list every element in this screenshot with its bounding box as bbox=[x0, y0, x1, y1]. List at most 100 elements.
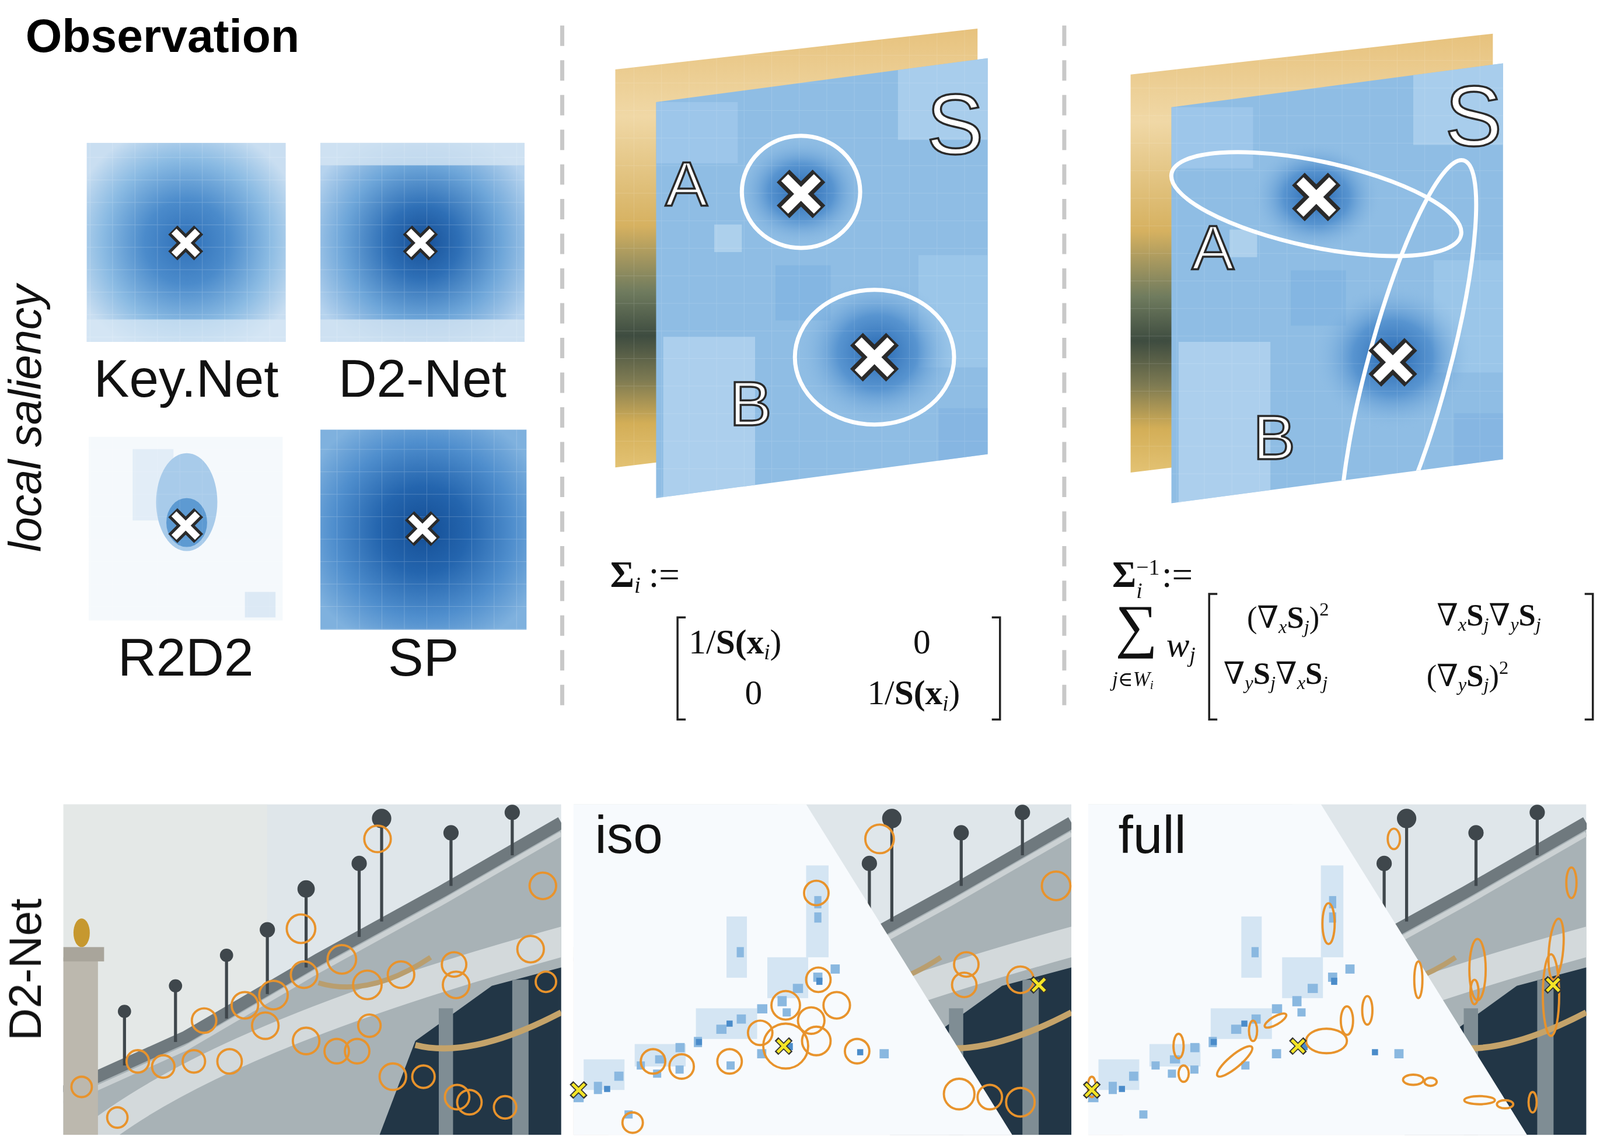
image-panel: full bbox=[1087, 804, 1587, 1135]
figure-title: Observation bbox=[25, 9, 300, 63]
keypoint-circles bbox=[517, 935, 544, 963]
photo-panels bbox=[63, 804, 1586, 1135]
keypoint-circles bbox=[944, 1078, 975, 1110]
saliency-patch: SP bbox=[320, 429, 527, 687]
row-label: local saliency bbox=[0, 284, 51, 553]
saliency-map-full bbox=[1374, 344, 1411, 381]
math-symbol: i bbox=[942, 690, 949, 716]
saliency-map: ABS bbox=[612, 25, 1001, 506]
keypoint-circles bbox=[442, 971, 470, 998]
math-symbol: ∇ bbox=[1488, 598, 1511, 632]
keypoint-circles bbox=[1262, 1011, 1288, 1031]
saliency-map-iso bbox=[612, 20, 1020, 531]
text-slot: iso bbox=[594, 808, 663, 862]
superscript: −1 bbox=[1136, 556, 1160, 581]
math-symbol: S bbox=[1518, 598, 1536, 632]
keypoint-circles bbox=[805, 967, 831, 992]
keypoint-circles bbox=[290, 961, 317, 988]
matrix-brackets bbox=[1209, 594, 1218, 720]
photo-panels bbox=[1088, 804, 1586, 1135]
panel-label: full bbox=[1118, 805, 1187, 865]
map-letter: B bbox=[729, 368, 772, 439]
keypoint-circles bbox=[444, 1085, 470, 1110]
divider-lines bbox=[560, 25, 565, 715]
math-symbol: ∇ bbox=[1223, 656, 1246, 691]
matrix-brackets bbox=[677, 617, 686, 720]
keypoint-circles bbox=[622, 1112, 644, 1134]
keypoint-circles bbox=[1470, 979, 1479, 1005]
saliency-map-iso bbox=[794, 290, 955, 425]
keypoint-circles bbox=[1005, 1088, 1035, 1117]
keypoint-circles bbox=[1542, 954, 1560, 1037]
math-symbol: (∇ bbox=[1246, 599, 1279, 634]
math-symbol: ) bbox=[948, 673, 960, 712]
keypoint-circles bbox=[152, 1055, 175, 1078]
math-symbol: ) bbox=[1488, 657, 1499, 692]
highlight-marks bbox=[1084, 1083, 1099, 1098]
math-symbol: j bbox=[1535, 613, 1542, 636]
math-symbol: x bbox=[1458, 613, 1467, 636]
math-symbol: j bbox=[1304, 615, 1310, 637]
math-symbol: j bbox=[1322, 671, 1328, 694]
text-slot: R2D2 bbox=[47, 630, 324, 684]
saliency-patches bbox=[320, 142, 525, 342]
title-box: Observation bbox=[25, 12, 300, 59]
highlight-marks bbox=[571, 977, 1560, 1098]
saliency-patches bbox=[88, 437, 283, 621]
math-symbol: Σ bbox=[1112, 554, 1137, 596]
keypoint-circles bbox=[493, 1096, 516, 1119]
highlight-marks bbox=[1545, 977, 1560, 992]
saliency-patches bbox=[172, 512, 199, 539]
saliency-patch: D2-Net bbox=[320, 142, 525, 414]
math-symbol: x bbox=[1278, 615, 1287, 637]
method-name: R2D2 bbox=[117, 627, 254, 687]
method-name: Key.Net bbox=[93, 348, 279, 408]
matrix-brackets bbox=[991, 617, 1001, 720]
photo-panels bbox=[573, 804, 1072, 1135]
formula: Σi:= bbox=[610, 556, 680, 598]
saliency-map-iso bbox=[741, 135, 861, 248]
keypoint-circles bbox=[126, 1050, 149, 1073]
math-symbol: ) bbox=[1309, 599, 1320, 634]
keypoint-circles bbox=[1546, 918, 1567, 981]
keypoint-circles bbox=[1414, 961, 1423, 999]
keypoint-circles bbox=[1007, 966, 1034, 994]
keypoint-circles bbox=[344, 1039, 370, 1064]
saliency-map-iso bbox=[612, 20, 1020, 531]
keypoint-circles bbox=[364, 825, 391, 852]
saliency-map: ABS bbox=[1127, 25, 1516, 506]
math-symbol: S bbox=[1253, 656, 1271, 691]
keypoint-circles bbox=[1248, 1020, 1257, 1041]
keypoint-circles bbox=[1178, 1065, 1189, 1082]
keypoint-circles bbox=[1173, 1033, 1184, 1059]
keypoint-circles bbox=[71, 824, 1577, 1133]
math-symbol: 0 bbox=[913, 622, 931, 661]
saliency-patches bbox=[320, 142, 525, 342]
keypoint-circles bbox=[1213, 1042, 1256, 1081]
photo-panels bbox=[1088, 804, 1586, 1135]
formula: 0 bbox=[913, 624, 931, 660]
saliency-patch: R2D2 bbox=[88, 437, 283, 688]
saliency-patches bbox=[86, 142, 527, 630]
photo-panels bbox=[63, 804, 561, 1135]
math-symbol: S bbox=[1305, 656, 1323, 691]
text-slot: S bbox=[1444, 73, 1502, 160]
keypoint-circles bbox=[1566, 867, 1577, 899]
text-slot: S bbox=[926, 81, 984, 168]
math-symbol: W bbox=[1133, 667, 1151, 690]
keypoint-circles bbox=[535, 971, 557, 992]
image-panel: iso bbox=[573, 804, 1072, 1135]
saliency-map-full bbox=[1313, 149, 1504, 586]
math-symbol: := bbox=[648, 554, 680, 596]
math-symbol: 2 bbox=[1319, 598, 1329, 620]
keypoint-circles bbox=[771, 991, 800, 1020]
saliency-patches bbox=[320, 429, 527, 630]
keypoint-circles bbox=[1528, 1092, 1537, 1113]
keypoint-circles bbox=[763, 1024, 809, 1070]
math-symbol: j bbox=[1270, 671, 1276, 694]
text-slot: SP bbox=[279, 630, 568, 684]
math-symbol: (∇ bbox=[1426, 657, 1459, 692]
keypoint-circles bbox=[353, 970, 382, 1000]
